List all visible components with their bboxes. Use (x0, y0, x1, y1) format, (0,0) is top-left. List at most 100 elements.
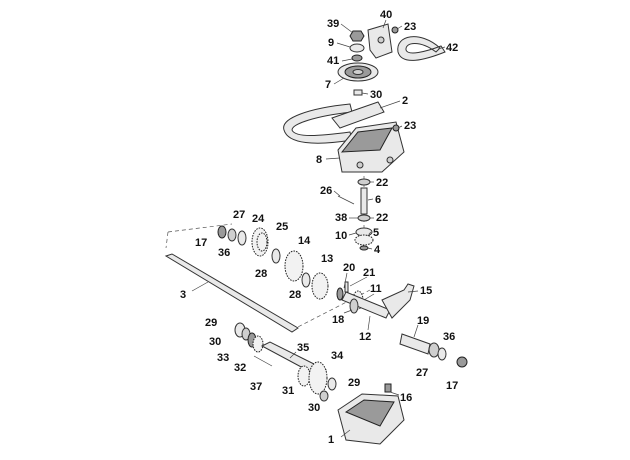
callout-25: 25 (276, 221, 288, 233)
callout-12: 12 (359, 331, 371, 343)
callout-24: 24 (252, 213, 265, 225)
worm-shaft-part (360, 187, 368, 215)
callout-23: 23 (404, 21, 416, 33)
callout-35: 35 (297, 342, 309, 354)
gear-13-part (311, 272, 329, 300)
gear-31-part (297, 365, 311, 387)
leader-18 (343, 309, 353, 314)
washer-28b-part (301, 272, 311, 288)
bearing-22-part (357, 178, 371, 186)
callout-15: 15 (420, 285, 432, 297)
callout-41: 41 (327, 55, 339, 67)
leader-12 (367, 315, 371, 331)
housing-bolt-2 (356, 161, 364, 169)
shift-lever-part (381, 283, 415, 319)
pin-37-part (253, 355, 273, 367)
u-bolt-part (397, 36, 446, 61)
leader-16 (389, 391, 400, 396)
leader-23b (397, 125, 403, 129)
callout-22: 22 (376, 177, 388, 189)
nut-part (349, 30, 365, 42)
washer-small-part (351, 54, 363, 62)
callout-37: 37 (250, 381, 262, 393)
leader-10 (348, 232, 357, 236)
lower-housing-face (344, 399, 395, 427)
callout-8: 8 (316, 154, 322, 166)
pulley-hub (352, 69, 364, 75)
bushing-36b-part (428, 342, 440, 358)
leader-39 (340, 23, 354, 34)
callout-36: 36 (443, 331, 455, 343)
pin-21-part (344, 281, 349, 293)
callout-34: 34 (331, 350, 344, 362)
callout-27: 27 (416, 367, 428, 379)
callout-28: 28 (255, 268, 267, 280)
bushing-19-part (399, 333, 431, 355)
callout-29: 29 (348, 377, 360, 389)
leader-2 (379, 100, 401, 109)
callout-5: 5 (373, 227, 379, 239)
callout-36: 36 (218, 247, 230, 259)
leader-6 (367, 198, 374, 201)
belt-guide-part (331, 101, 385, 129)
callout-21: 21 (363, 267, 375, 279)
callout-30: 30 (209, 336, 221, 348)
leader-35 (289, 351, 297, 359)
callout-11: 11 (370, 283, 382, 295)
leader-42 (437, 46, 446, 50)
callout-30: 30 (308, 402, 320, 414)
key-part (353, 89, 363, 96)
callout-23: 23 (404, 120, 416, 132)
leader-20 (343, 272, 348, 289)
washer-17b-part (456, 356, 468, 368)
bolt-part-2 (392, 124, 400, 132)
bracket-hole (377, 36, 385, 44)
dash-guide-left (165, 231, 169, 249)
housing-bolt-1 (386, 156, 394, 164)
gear-5-part (354, 234, 374, 246)
callout-4: 4 (374, 244, 381, 256)
leader-41 (341, 58, 353, 62)
callout-2: 2 (402, 95, 408, 107)
leader-21 (349, 276, 368, 287)
callout-42: 42 (446, 42, 458, 54)
callout-7: 7 (325, 79, 331, 91)
washer-part (349, 43, 365, 53)
callout-3: 3 (180, 289, 186, 301)
callout-27: 27 (233, 209, 245, 221)
leader-11 (363, 293, 375, 301)
washer-29b-part (327, 377, 337, 391)
leader-40 (382, 19, 387, 29)
callout-39: 39 (327, 18, 339, 30)
callout-20: 20 (343, 262, 355, 274)
drive-belt-part (283, 103, 353, 144)
leader-8 (325, 157, 341, 160)
leader-15 (407, 290, 419, 293)
callout-22: 22 (376, 212, 388, 224)
leader-26 (333, 190, 341, 197)
callout-16: 16 (400, 392, 412, 404)
gear-34-part (308, 361, 328, 395)
callout-17: 17 (446, 380, 458, 392)
callout-32: 32 (234, 362, 246, 374)
washer-17-part (217, 225, 227, 239)
vent-16-part (384, 383, 392, 393)
leader-3 (191, 281, 209, 292)
callout-6: 6 (375, 194, 381, 206)
callout-38: 38 (335, 212, 347, 224)
bolt-part (391, 26, 399, 34)
callout-28: 28 (289, 289, 301, 301)
collar-18-part (349, 298, 359, 314)
gear-32-part (252, 335, 264, 353)
callout-14: 14 (298, 235, 311, 247)
leader-7 (333, 77, 345, 85)
pin-26-part (337, 195, 355, 205)
gearbox-top-face (340, 127, 393, 153)
bushing-36-part (227, 228, 237, 242)
gear-14-part (284, 250, 304, 282)
leader-1 (340, 429, 351, 438)
callout-1: 1 (328, 434, 334, 446)
callout-13: 13 (321, 253, 333, 265)
